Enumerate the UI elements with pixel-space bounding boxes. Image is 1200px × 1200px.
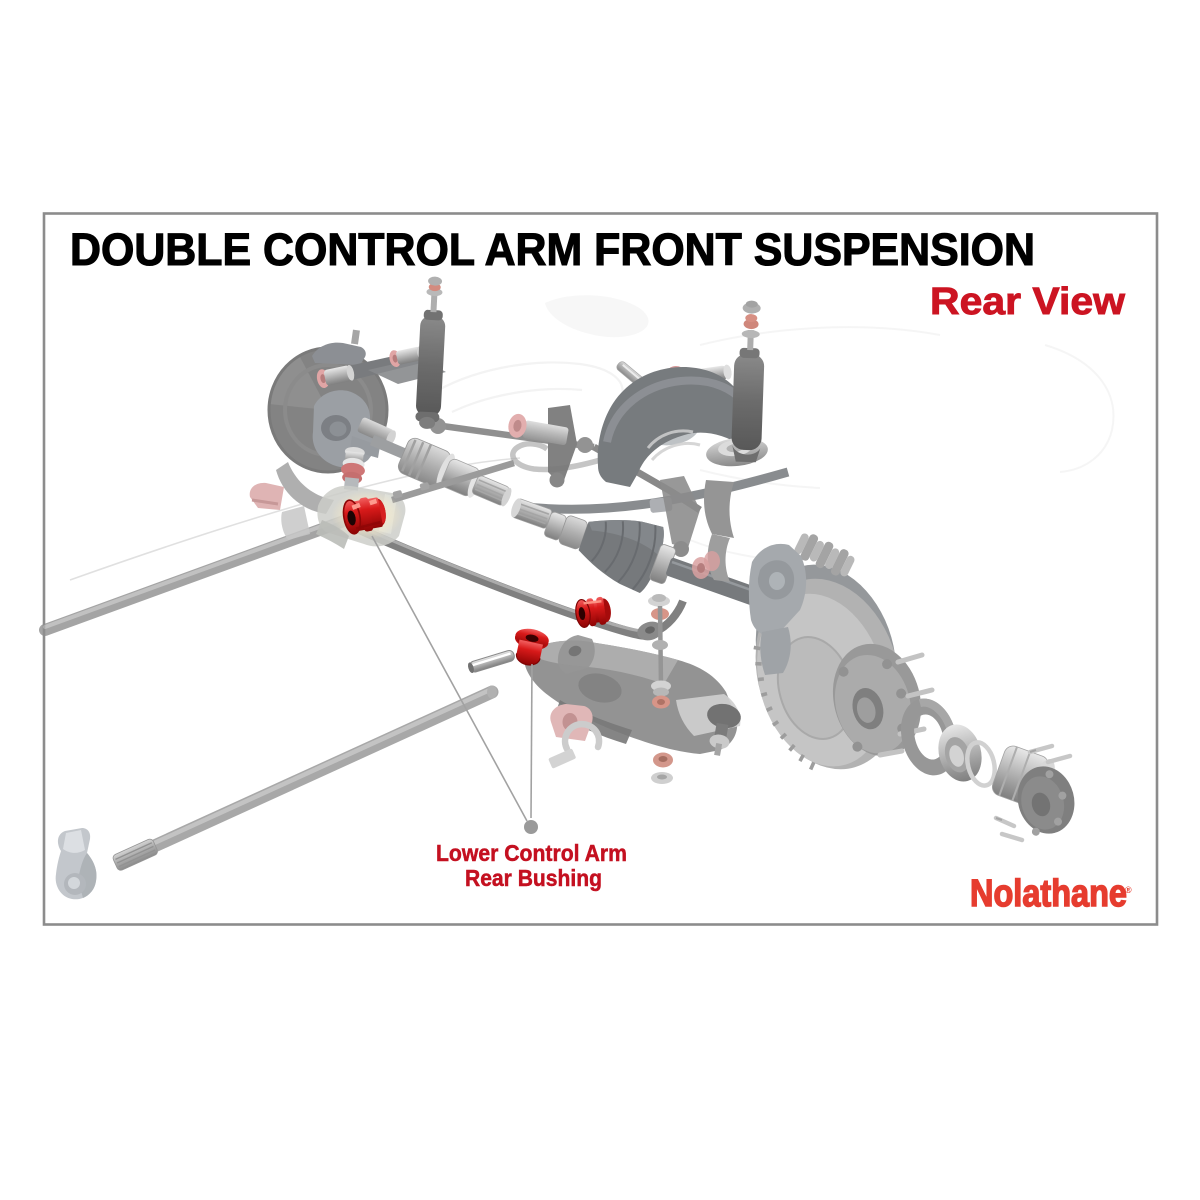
svg-text:Rear View: Rear View [930, 281, 1125, 323]
svg-text:Rear Bushing: Rear Bushing [465, 865, 602, 891]
svg-text:®: ® [1125, 885, 1132, 895]
svg-text:Lower Control Arm: Lower Control Arm [436, 840, 627, 866]
svg-text:DOUBLE CONTROL ARM FRONT SUSPE: DOUBLE CONTROL ARM FRONT SUSPENSION [70, 224, 1035, 275]
svg-text:Nolathane: Nolathane [970, 873, 1127, 915]
